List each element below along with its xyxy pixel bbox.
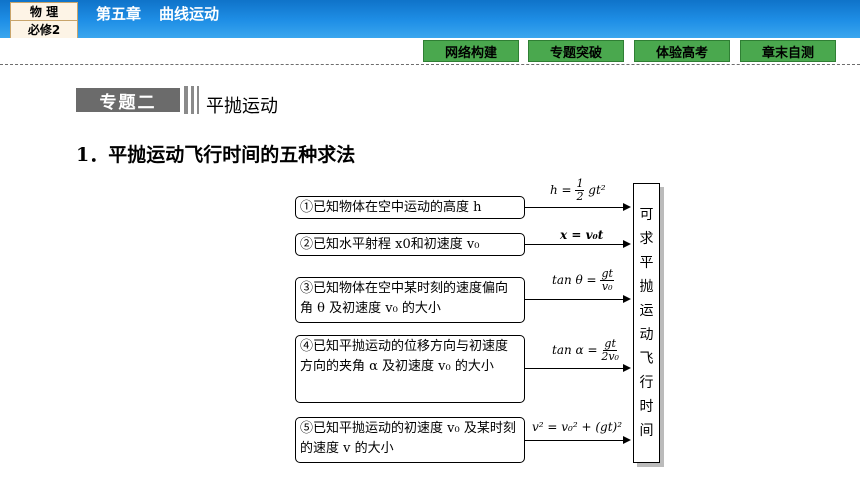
subject-box: 物 理 必修2	[0, 0, 80, 39]
fraction-numerator: gt	[600, 267, 614, 281]
chapter-name: 曲线运动	[159, 5, 220, 23]
result-char: 可	[639, 207, 654, 223]
topic-title: 平抛运动	[206, 96, 278, 117]
arrow-3	[525, 295, 631, 303]
result-char: 动	[639, 327, 654, 343]
nav-network-button[interactable]: 网络构建	[423, 40, 519, 62]
fraction-denominator: v₀	[601, 280, 613, 293]
result-char: 时	[639, 399, 654, 415]
result-char: 行	[639, 375, 654, 391]
formula-height-left: h =	[550, 183, 572, 197]
result-box: 可 求 平 抛 运 动 飞 行 时 间	[633, 183, 660, 463]
result-char: 间	[639, 423, 654, 439]
nav-topic-button[interactable]: 专题突破	[528, 40, 624, 62]
condition-box-3: ③已知物体在空中某时刻的速度偏向角 θ 及初速度 v₀ 的大小	[295, 277, 525, 323]
result-char: 求	[639, 231, 654, 247]
fraction-denominator: 2	[576, 190, 584, 203]
subject-label: 物 理	[10, 2, 78, 21]
result-char: 平	[639, 255, 654, 271]
top-banner: 物 理 必修2 第五章曲线运动	[0, 0, 860, 39]
volume-label: 必修2	[10, 20, 78, 39]
arrow-1	[525, 203, 631, 211]
fraction-numerator: 1	[575, 177, 585, 191]
fraction-numerator: gt	[603, 337, 617, 351]
result-char: 抛	[639, 279, 654, 295]
result-char: 运	[639, 303, 654, 319]
condition-box-2: ②已知水平射程 x0和初速度 v₀	[295, 233, 525, 256]
result-char: 飞	[639, 351, 654, 367]
chapter-number: 第五章	[96, 5, 142, 23]
header-band	[0, 0, 860, 38]
topic-badge: 专题二	[76, 88, 180, 113]
arrow-5	[525, 436, 631, 444]
section-heading: 1．平抛运动飞行时间的五种求法	[76, 144, 356, 166]
arrow-2	[525, 240, 631, 248]
condition-box-5: ⑤已知平抛运动的初速度 v₀ 及某时刻的速度 v 的大小	[295, 417, 525, 463]
nav-test-button[interactable]: 章末自测	[740, 40, 836, 62]
formula-height-right: gt²	[588, 183, 606, 197]
formula-velocity-left: tan θ =	[552, 273, 597, 287]
condition-box-1: ①已知物体在空中运动的高度 h	[295, 196, 525, 219]
fraction-denominator: 2v₀	[601, 350, 619, 363]
chapter-title: 第五章曲线运动	[96, 3, 237, 24]
nav-exam-button[interactable]: 体验高考	[634, 40, 730, 62]
formula-displacement-left: tan α =	[552, 343, 598, 357]
formula-range: x = v₀t	[560, 228, 604, 242]
condition-box-4: ④已知平抛运动的位移方向与初速度方向的夹角 α 及初速度 v₀ 的大小	[295, 335, 525, 403]
arrow-4	[525, 364, 631, 372]
badge-stripes	[184, 86, 202, 114]
formula-speed: v² = v₀² + (gt)²	[532, 420, 623, 434]
header-divider	[0, 64, 860, 65]
